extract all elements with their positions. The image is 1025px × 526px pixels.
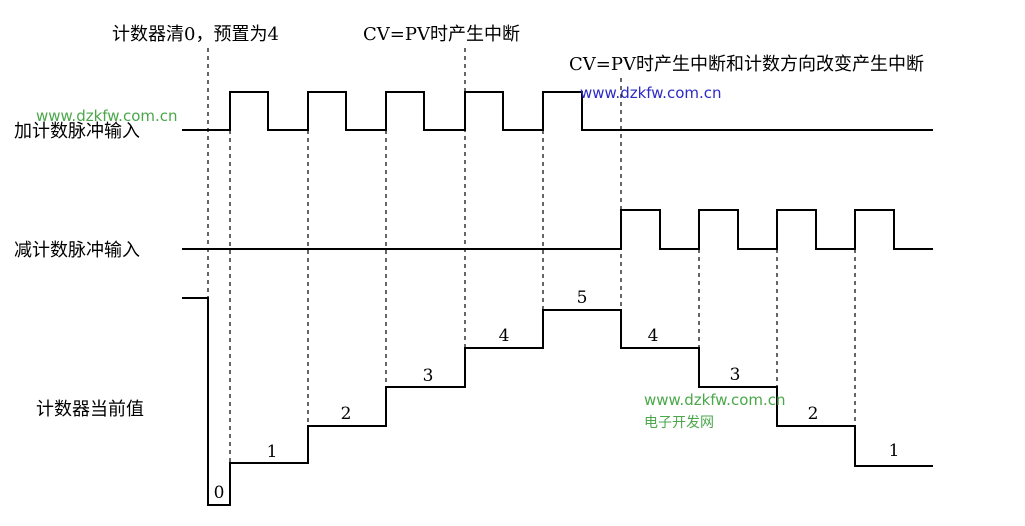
guide-lines [207, 48, 856, 505]
annotation-clear-preset: 计数器清0，预置为4 [112, 24, 279, 45]
watermark-left: www.dzkfw.com.cn [36, 107, 178, 125]
counter-value-labels: 0 1 2 3 4 5 4 3 2 1 [214, 288, 900, 503]
counter-value-4: 4 [499, 326, 510, 346]
counter-value-1b: 1 [889, 441, 900, 461]
down-pulse-waveform [182, 209, 933, 250]
counter-value-0: 0 [214, 483, 225, 503]
up-pulse-waveform [182, 91, 933, 131]
annotation-cv-pv-dir-interrupt: CV=PV时产生中断和计数方向改变产生中断 [569, 54, 924, 75]
counter-value-5: 5 [577, 288, 588, 308]
label-down-input: 减计数脉冲输入 [14, 240, 140, 261]
counter-value-waveform [182, 297, 933, 506]
annotation-cv-pv-interrupt: CV=PV时产生中断 [363, 24, 520, 45]
counter-value-2b: 2 [808, 404, 819, 424]
watermark-bottom: www.dzkfw.com.cn [644, 391, 786, 409]
counter-value-3: 3 [423, 366, 434, 386]
counter-value-2: 2 [341, 404, 352, 424]
label-up-input: 加计数脉冲输入 [14, 121, 140, 142]
label-current-value: 计数器当前值 [36, 399, 144, 420]
counter-value-3b: 3 [730, 365, 741, 385]
watermark-bottom-sub: 电子开发网 [644, 415, 714, 431]
watermark-top: www.dzkfw.com.cn [580, 84, 722, 102]
counter-value-1: 1 [267, 442, 278, 462]
counter-value-4b: 4 [648, 326, 659, 346]
